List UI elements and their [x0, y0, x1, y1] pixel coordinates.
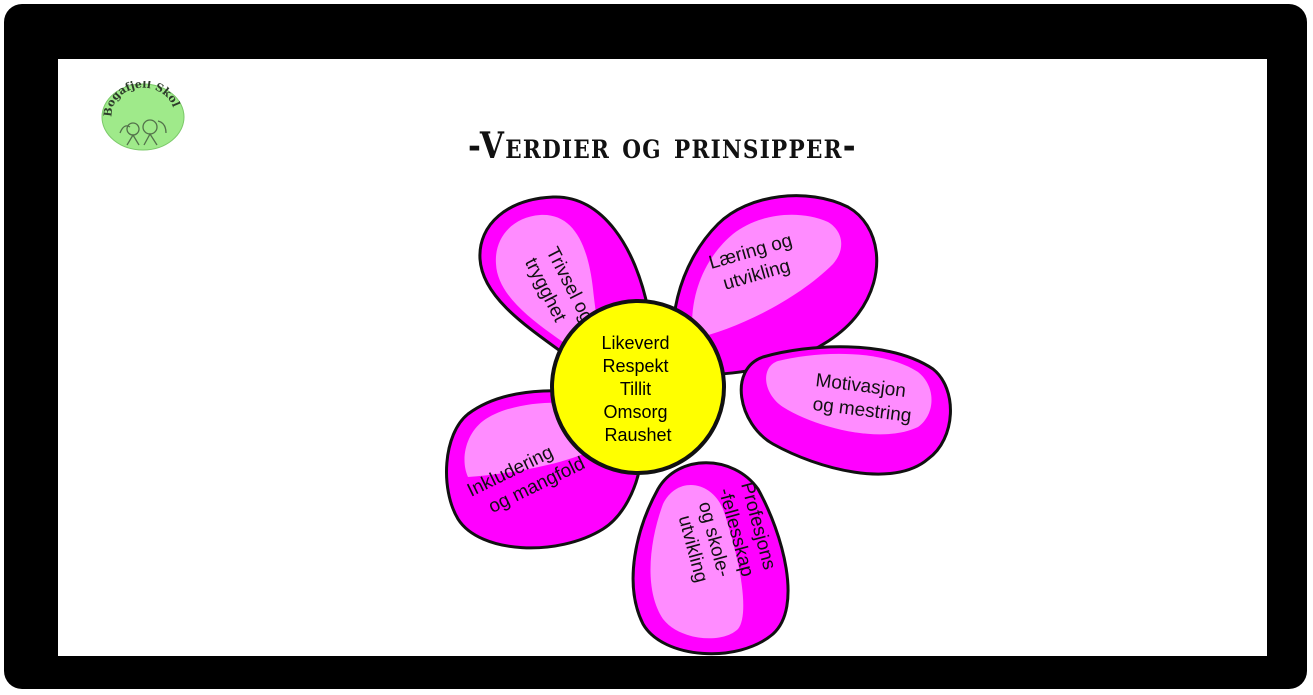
slide: Bogafjell Skole -Verdier og prinsipper- — [58, 59, 1267, 656]
slide-title: -Verdier og prinsipper- — [468, 125, 857, 167]
center-value: Omsorg — [603, 402, 667, 422]
center-value: Tillit — [620, 379, 651, 399]
screen-frame: Bogafjell Skole -Verdier og prinsipper- — [4, 4, 1307, 689]
petal-laering: Læring og utvikling — [671, 194, 879, 377]
values-flower: Trivsel og trygghet Læring og utvikling — [388, 189, 952, 656]
center-value: Raushet — [604, 425, 671, 445]
center-value: Likeverd — [601, 333, 669, 353]
petal-motivasjon: Motivasjon og mestring — [739, 345, 952, 476]
flower-center: Likeverd Respekt Tillit Omsorg Raushet — [550, 299, 726, 475]
petal-profesjon: Profesjons -fellesskap og skole- utvikli… — [631, 461, 790, 656]
center-value: Respekt — [602, 356, 668, 376]
school-logo: Bogafjell Skole — [100, 81, 186, 151]
svg-text:Likeverd Respekt: Likeverd Respekt Tillit Omsorg Raushet — [601, 333, 674, 445]
